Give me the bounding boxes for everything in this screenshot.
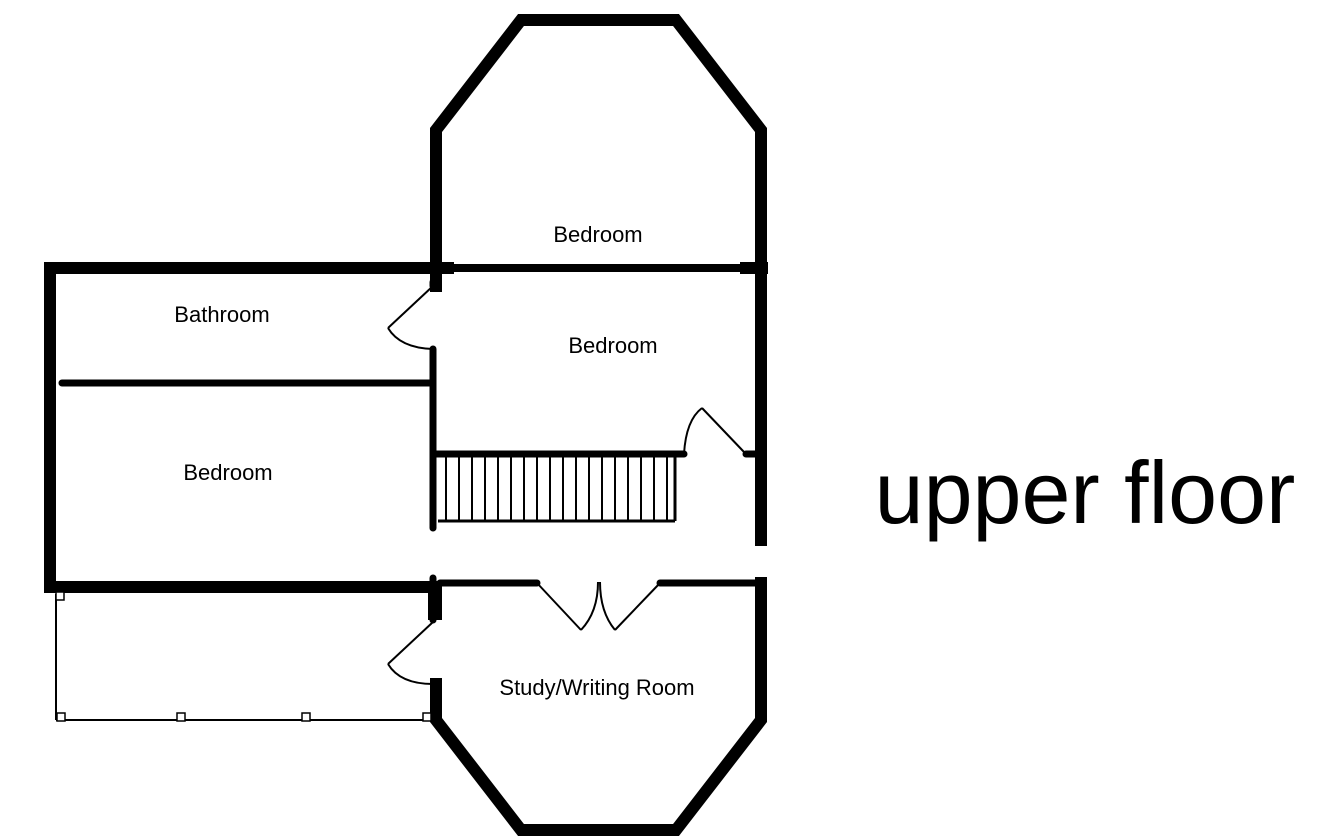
left-wing-walls bbox=[44, 262, 442, 593]
floor-title: upper floor bbox=[875, 443, 1296, 542]
central-wall bbox=[428, 278, 442, 624]
room-label-bedroom-left: Bedroom bbox=[183, 460, 272, 485]
landing-wall bbox=[432, 407, 762, 458]
room-label-bathroom: Bathroom bbox=[174, 302, 269, 327]
bottom-bay-walls bbox=[430, 577, 767, 836]
top-bay-walls bbox=[430, 14, 768, 292]
room-label-study: Study/Writing Room bbox=[499, 675, 694, 700]
study-door bbox=[387, 621, 434, 685]
bathroom-door bbox=[387, 285, 434, 350]
staircase bbox=[438, 456, 677, 523]
study-top-wall bbox=[436, 579, 760, 631]
balcony bbox=[55, 591, 432, 722]
room-label-bedroom-top: Bedroom bbox=[553, 222, 642, 247]
room-label-bedroom-middle: Bedroom bbox=[568, 333, 657, 358]
